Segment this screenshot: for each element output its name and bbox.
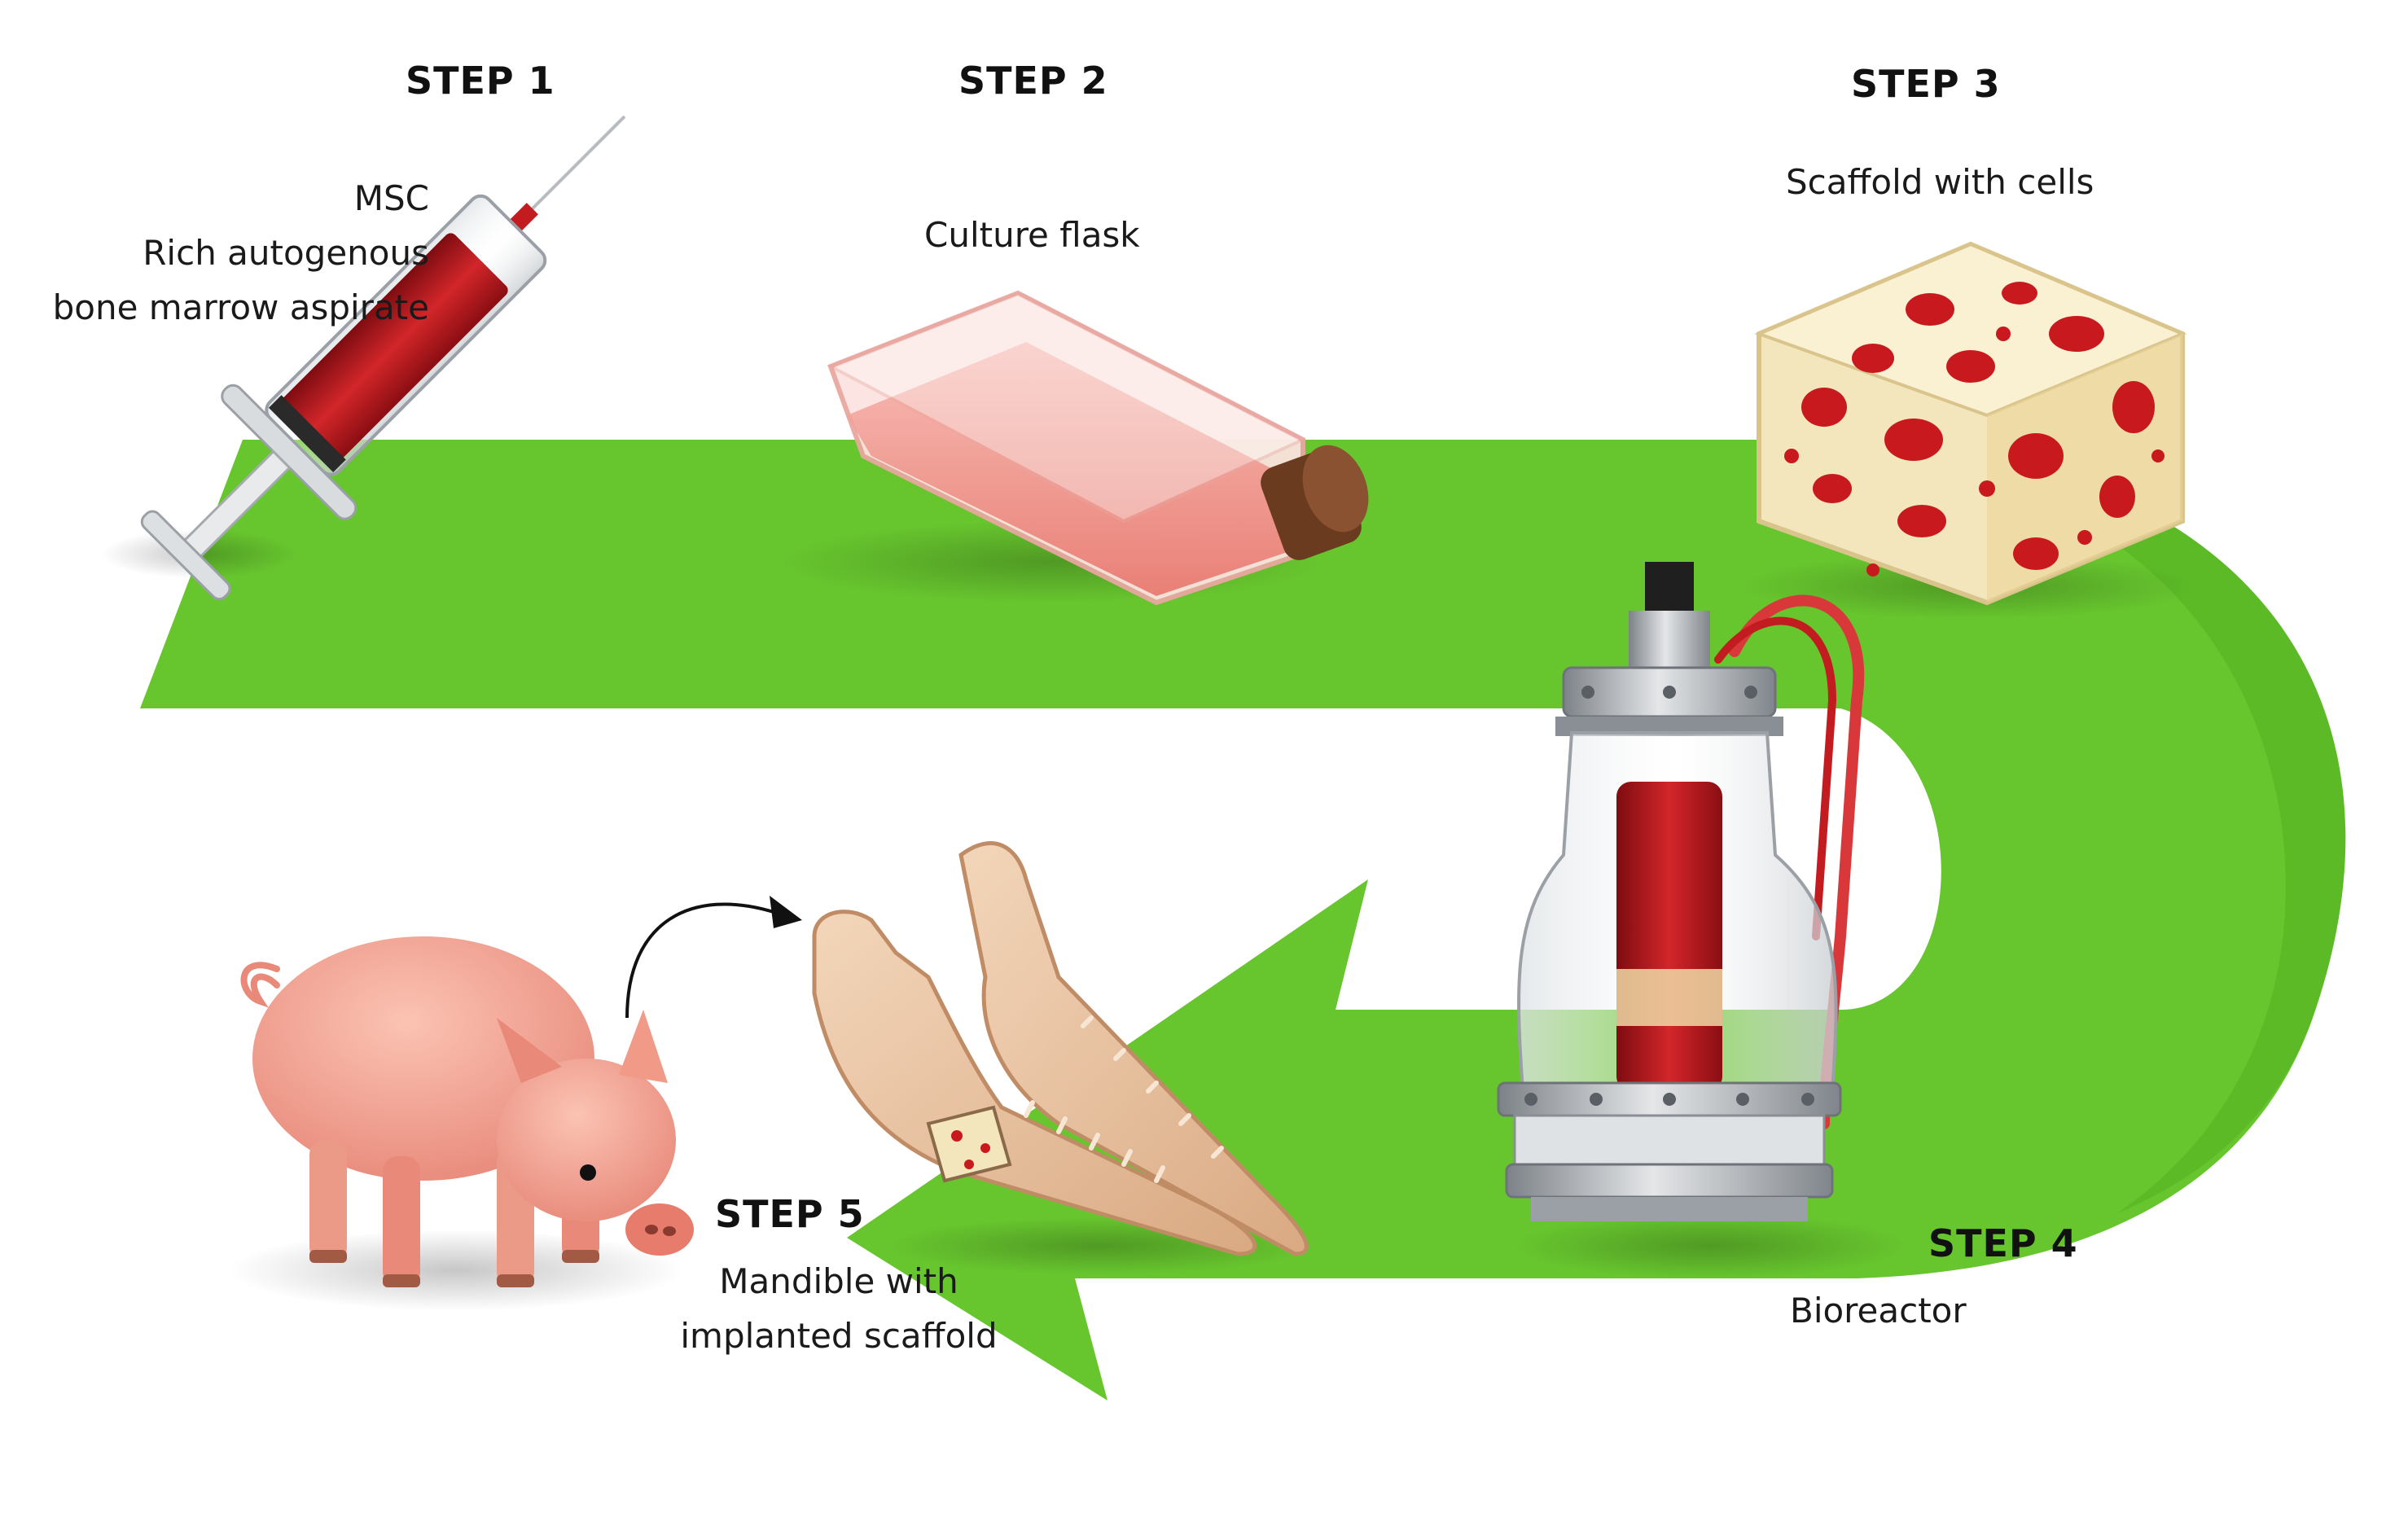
curved-arrow-icon [625,896,802,1019]
step-5-caption: Mandible with implanted scaffold [668,1254,1010,1363]
bioreactor-icon [1497,562,1906,1278]
scaffold-icon [1743,241,2199,619]
step-1-caption-line: bone marrow aspirate [52,287,429,327]
syringe-icon [100,115,626,601]
step-1-caption-line: MSC [353,178,429,218]
step-2-title: STEP 2 [958,59,1108,103]
flask-cap-icon [1261,445,1369,560]
step-1-caption: MSC Rich autogenous bone marrow aspirate [53,171,429,335]
step-1-caption-line: Rich autogenous [143,233,429,273]
step-5-caption-line: implanted scaffold [680,1316,998,1356]
culture-flask-icon [782,290,1369,606]
step-4-caption-line: Bioreactor [1790,1291,1967,1331]
step-4-caption: Bioreactor [1790,1283,1967,1338]
step-5-title: STEP 5 [715,1192,865,1236]
step-3-caption-line: Scaffold with cells [1786,162,2094,202]
implanted-scaffold-icon [926,1105,1012,1183]
step-5-caption-line: Mandible with [719,1261,958,1301]
step-3-caption: Scaffold with cells [1786,155,2094,209]
step-2-caption: Culture flask [924,208,1140,262]
step-3-title: STEP 3 [1851,62,2001,106]
pig-icon [228,936,694,1311]
mandible-icon [812,841,1311,1274]
step-4-title: STEP 4 [1928,1221,2078,1265]
step-2-caption-line: Culture flask [924,215,1140,255]
step-1-title: STEP 1 [406,59,555,103]
flow-arrow-shade [1816,440,2346,1213]
scaffold-cells [1784,282,2165,576]
